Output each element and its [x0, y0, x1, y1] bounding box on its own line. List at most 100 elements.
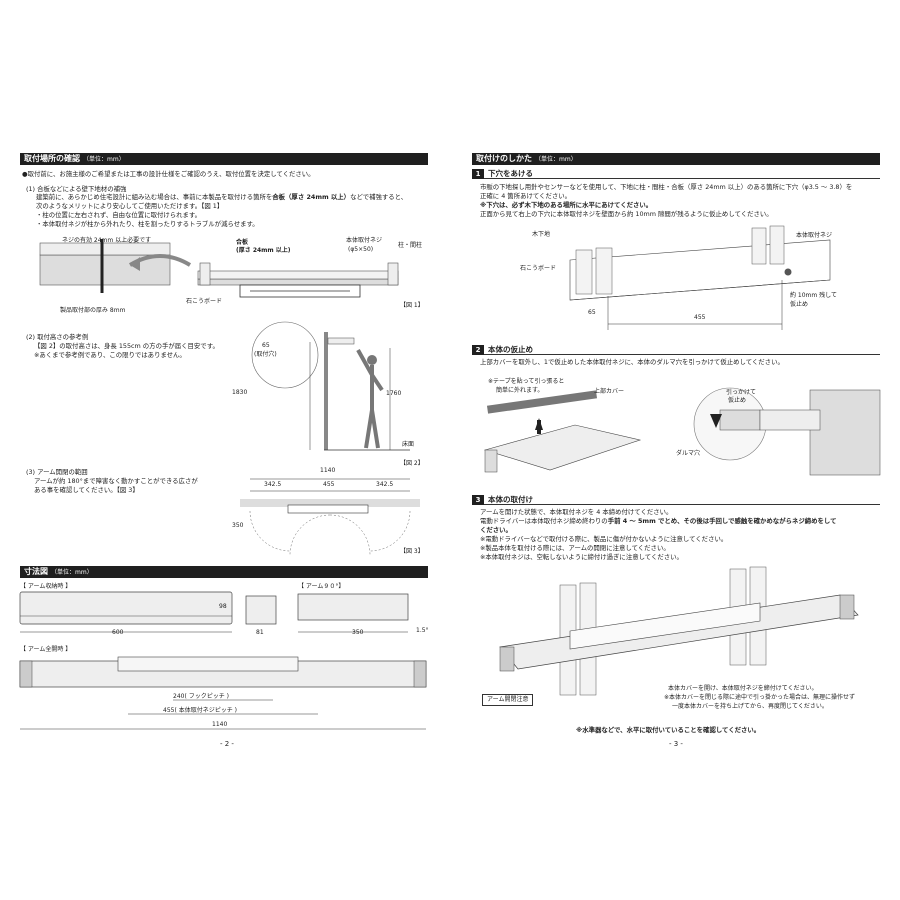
step3-caption2: ※本体カバーを閉じる際に途中で引っ掛かった場合は、無理に操作せず — [664, 694, 856, 701]
step1-base-label: 木下地 — [532, 231, 551, 238]
s2-line2: ※あくまで参考例であり、この限りではありません。 — [34, 351, 186, 359]
s1-line2: 次のようなメリットにより安心してご使用いただけます。【図 1】 — [36, 202, 224, 210]
step-number: 1 — [472, 169, 484, 179]
dim-350: 350 — [352, 629, 364, 636]
s1-line4: ・本体取付ネジが柱から外れたり、柱を割ったりするトラブルが減らせます。 — [36, 220, 259, 228]
step3-diagram — [499, 566, 859, 696]
step1-line2: 正確に 4 箇所あけてください。 — [480, 192, 572, 200]
figure-1-diagram — [39, 239, 399, 298]
fig1-plywood-label2: (厚さ 24mm 以上) — [236, 247, 291, 254]
section-header-install: 取付けのしかた（単位：mm） — [472, 153, 880, 165]
open-label: 【 アーム全開時 】 — [20, 646, 72, 653]
fig3-350: 350 — [232, 522, 244, 529]
fig3-455: 455 — [323, 481, 335, 488]
figure-2-diagram — [251, 321, 410, 451]
dim-98: 98 — [219, 603, 227, 610]
section-unit: （単位：mm） — [535, 156, 577, 163]
step-title: 下穴をあける — [488, 169, 533, 178]
step3-line2: 電動ドライバーは本体取付ネジ締め終わりの手前 4 ～ 5mm でとめ、その後は手… — [480, 517, 837, 526]
step3-arm-note: アーム開閉注意 — [482, 694, 534, 707]
step2-cover-label: 上部カバー — [594, 388, 625, 395]
step1-diagram — [569, 225, 831, 330]
step1-screw-label: 本体取付ネジ — [796, 232, 833, 239]
fig1-caption: 【図 1】 — [400, 302, 424, 309]
dim-hook-pitch: 240( フックピッチ ) — [173, 693, 229, 700]
fig3-caption: 【図 3】 — [400, 548, 424, 555]
step2-tape-label1: ※テープを貼って引っ張ると — [488, 378, 565, 385]
step3-line4: ※電動ドライバーなどで取付ける際に、製品に傷が付かないように注意してください。 — [480, 535, 728, 543]
step1-gap-label2: 仮止め — [790, 301, 809, 308]
fig2-caption: 【図 2】 — [400, 460, 424, 467]
step3-line1: アームを開けた状態で、本体取付ネジを 4 本締め付けてください。 — [480, 508, 673, 516]
dim-81: 81 — [256, 629, 264, 636]
step1-line4: 正面から見て右上の下穴に本体取付ネジを壁面から約 10mm 隙間が残るように仮止… — [480, 210, 773, 218]
fig3-1140: 1140 — [320, 467, 336, 474]
s3-heading: (3) アーム開閉の範囲 — [26, 468, 88, 476]
fig1-pillar-label: 柱・間柱 — [398, 242, 423, 249]
fig3-342-left: 342.5 — [264, 481, 282, 488]
step3-line6: ※本体取付ネジは、空転しないように締付け過ぎに注意してください。 — [480, 553, 683, 561]
section-header-location: 取付場所の確認（単位：mm） — [20, 153, 428, 165]
page-number-right: - 3 - — [669, 740, 683, 748]
step1-board-label: 石こうボード — [520, 265, 557, 272]
step3-level-note: ※水準器などで、水平に取付いていることを確認してください。 — [576, 726, 761, 734]
fig2-floor-label: 床面 — [402, 441, 415, 448]
dim-screw-pitch: 455( 本体取付ネジピッチ ) — [163, 707, 237, 714]
section-title: 取付場所の確認 — [24, 154, 80, 163]
step1-65: 65 — [588, 309, 596, 316]
fig2-1760-label: 1760 — [386, 390, 402, 397]
s2-heading: (2) 取付高さの参考例 — [26, 333, 89, 341]
step1-455: 455 — [694, 314, 706, 321]
fig1-mount-screw-size: (φ5×50) — [348, 246, 374, 253]
step-title: 本体の取付け — [488, 495, 533, 504]
step-title: 本体の仮止め — [488, 345, 533, 354]
step1-line1: 市販の下地探し用針やセンサーなどを使用して、下地に柱・間柱・合板（厚さ 24mm… — [480, 183, 853, 191]
step3-caption3: 一度本体カバーを持ち上げてから、再度閉じてください。 — [672, 703, 828, 710]
fig2-hole-label: (取付穴) — [254, 351, 277, 358]
step2-tape-label2: 簡単に外れます。 — [496, 387, 544, 394]
dimension-diagram-open — [19, 656, 427, 730]
s3-line2: ある事を確認してください。【図 3】 — [34, 486, 139, 494]
step-1-header: 1 下穴をあける — [472, 169, 880, 179]
section-unit: （単位：mm） — [83, 156, 125, 163]
section-title: 寸法図 — [24, 567, 48, 576]
s1-line1: 建築前に、あらかじめ住宅設計に組み込む場合は、事前に本製品を取付ける箇所を合板（… — [36, 193, 407, 202]
dim-1140: 1140 — [212, 721, 228, 728]
dim-angle: 1.5° — [416, 627, 429, 634]
step2-diagram-cover — [483, 390, 642, 473]
step3-line2-a: 電動ドライバーは本体取付ネジ締め終わりの — [480, 517, 608, 525]
step3-line2-bold: 手前 4 ～ 5mm でとめ、その後は手回しで感触を確かめながらネジ締めをして — [607, 517, 837, 525]
step1-gap-label1: 約 10mm 残して — [790, 292, 837, 299]
fig1-thickness-label: 製品取付部の厚み 8mm — [60, 307, 126, 314]
step-2-header: 2 本体の仮止め — [472, 345, 880, 355]
fig1-board-label: 石こうボード — [186, 298, 223, 305]
s3-line1: アームが約 180°まで障害なく動かすことができる広さが — [34, 477, 198, 485]
page-number-left: - 2 - — [220, 740, 234, 748]
step2-line1: 上部カバーを取外し、1で仮止めした本体取付ネジに、本体のダルマ穴を引っかけて仮止… — [480, 358, 784, 366]
fig3-342-right: 342.5 — [376, 481, 394, 488]
step1-line3: ※下穴は、必ず木下地のある場所に水平にあけてください。 — [480, 201, 653, 209]
s1-line1-a: 建築前に、あらかじめ住宅設計に組み込む場合は、事前に本製品を取付ける箇所を — [36, 193, 273, 201]
s1-line1-bold: 合板（厚さ 24mm 以上） — [272, 193, 351, 201]
dimension-diagram-top — [19, 591, 409, 633]
step3-line5: ※製品本体を取付ける際には、アームの開閉に注意してください。 — [480, 544, 670, 552]
section-title: 取付けのしかた — [476, 154, 532, 163]
s1-heading: (1) 合板などによる壁下地材の補強 — [26, 185, 127, 193]
intro-text: ●取付前に、お施主様のご希望または工事の設計仕様をご確認のうえ、取付位置を決定し… — [22, 170, 315, 178]
s2-line1: 【図 2】の取付高さは、身長 155cm の方の手が届く目安です。 — [34, 342, 219, 350]
stored-label: 【 アーム収納時 】 — [20, 583, 72, 590]
step-number: 2 — [472, 345, 484, 355]
step2-diagram-hook — [693, 387, 881, 476]
figure-3-diagram — [240, 478, 420, 556]
dim-600: 600 — [112, 629, 124, 636]
s1-line1-c: などで補強すると、 — [350, 193, 408, 201]
fig1-mount-screw-label: 本体取付ネジ — [346, 237, 383, 244]
s1-line3: ・柱の位置に左右されず、自由な位置に取付けられます。 — [36, 211, 202, 219]
step2-hook-label2: 仮止め — [728, 397, 747, 404]
step2-hook-label1: 引っかけて — [726, 389, 757, 396]
fig2-65-label: 65 — [262, 342, 270, 349]
step3-caption1: 本体カバーを開け、本体取付ネジを締付けてください。 — [668, 685, 818, 692]
fig1-plywood-label: 合板 — [236, 239, 249, 246]
arm90-label: 【 アーム９０°】 — [298, 583, 345, 590]
step-number: 3 — [472, 495, 484, 505]
